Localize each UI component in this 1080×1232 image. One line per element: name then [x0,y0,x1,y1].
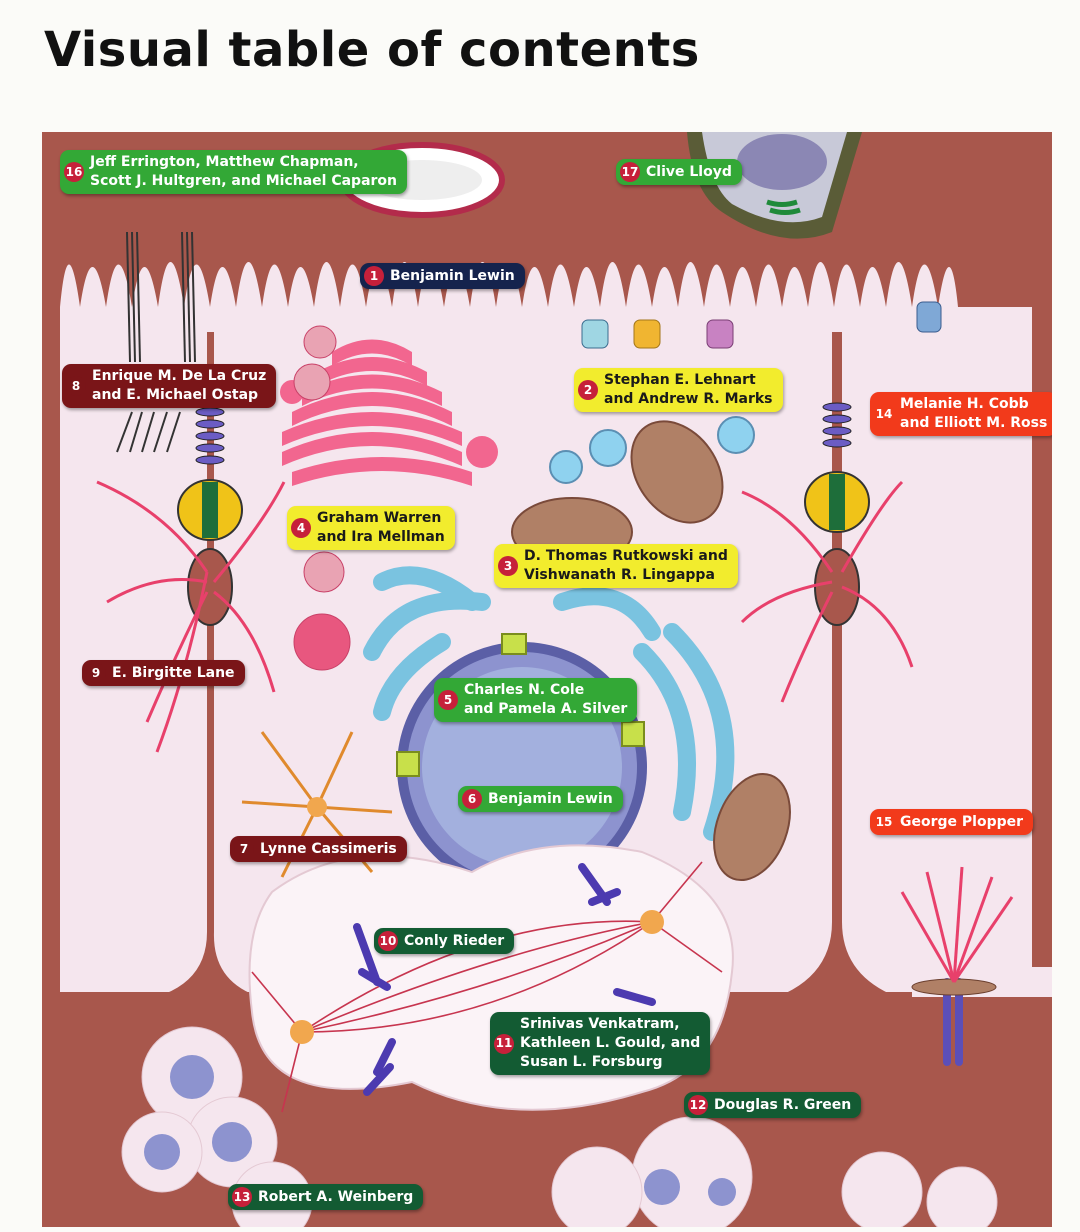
author-line: Benjamin Lewin [488,790,613,807]
chapter-label-2[interactable]: 2 Stephan E. Lehnart and Andrew R. Marks [574,368,783,412]
author-line: and Ira Mellman [317,529,445,545]
author-line: and Elliott M. Ross [900,415,1048,431]
author-line: Scott J. Hultgren, and Michael Caparon [90,173,398,189]
chapter-label-6[interactable]: 6 Benjamin Lewin [458,786,623,812]
spindle-fibers [251,861,723,1113]
focal-adhesion [900,866,1014,1066]
chapter-label-12[interactable]: 12 Douglas R. Green [684,1092,862,1118]
chapter-number: 14 [874,404,894,424]
chapter-number: 10 [378,931,398,951]
chromosomes [353,863,656,1096]
chapter-number: 11 [494,1033,514,1054]
author-line: E. Birgitte Lane [112,664,235,681]
author-line: Clive Lloyd [646,163,732,180]
actin-bundles [116,231,196,453]
author-line: Susan L. Forsburg [520,1054,663,1070]
author-line: Lynne Cassimeris [260,840,397,857]
author-line: Vishwanath R. Lingappa [524,567,715,583]
chapter-label-11[interactable]: 11 Srinivas Venkatram, Kathleen L. Gould,… [490,1012,711,1075]
nuclear-pores [396,633,645,777]
bottom-cells [121,1026,998,1227]
author-line: Stephan E. Lehnart [604,372,756,388]
chapter-label-13[interactable]: 13 Robert A. Weinberg [228,1184,424,1210]
cell-junction-right [762,332,912,1002]
membrane-receptors [581,301,942,349]
chapter-label-10[interactable]: 10 Conly Rieder [374,928,515,954]
chapter-number: 1 [364,266,384,286]
chapter-label-7[interactable]: 7 Lynne Cassimeris [230,836,407,862]
chapter-number: 6 [462,789,482,809]
vesicles-blue [549,416,755,484]
author-line: Jeff Errington, Matthew Chapman, [90,154,359,170]
cell-diagram: 16 Jeff Errington, Matthew Chapman,Scott… [42,132,1052,1227]
author-line: Benjamin Lewin [390,267,515,284]
chapter-number: 2 [578,380,598,400]
author-line: Charles N. Cole [464,682,585,698]
author-line: Enrique M. De La Cruz [92,368,267,384]
chapter-label-15[interactable]: 15 George Plopper [870,809,1034,835]
cell-illustration [42,132,1052,1227]
chapter-number: 16 [64,162,84,182]
chapter-number: 5 [438,690,458,710]
chapter-number: 8 [66,376,86,396]
author-line: Graham Warren [317,510,442,526]
page-title: Visual table of contents [44,22,700,78]
author-line: and Pamela A. Silver [464,701,628,717]
chapter-label-9[interactable]: 9 E. Birgitte Lane [82,660,245,686]
author-line: Kathleen L. Gould, and [520,1035,701,1051]
vesicles-pink [293,325,351,671]
author-line: Srinivas Venkatram, [520,1016,680,1032]
chapter-number: 9 [86,663,106,683]
chapter-number: 13 [232,1187,252,1207]
chapter-label-4[interactable]: 4 Graham Warren and Ira Mellman [287,506,455,550]
chapter-label-17[interactable]: 17 Clive Lloyd [616,159,742,185]
author-line: George Plopper [900,813,1024,830]
chapter-number: 3 [498,556,518,576]
endoplasmic-reticulum [363,566,735,841]
author-line: Melanie H. Cobb [900,396,1029,412]
tight-junction-left [177,407,243,626]
chapter-number: 7 [234,839,254,859]
author-line: Robert A. Weinberg [258,1188,414,1205]
chapter-number: 4 [291,518,311,538]
chapter-label-1[interactable]: 1 Benjamin Lewin [360,263,525,289]
author-line: Conly Rieder [404,932,505,949]
author-line: D. Thomas Rutkowski and [524,548,728,564]
chapter-number: 12 [688,1095,708,1115]
chapter-label-14[interactable]: 14 Melanie H. Cobb and Elliott M. Ross [870,392,1052,436]
author-line: Douglas R. Green [714,1096,852,1113]
chapter-label-8[interactable]: 8 Enrique M. De La Cruz and E. Michael Os… [62,364,277,408]
author-line: and E. Michael Ostap [92,387,259,403]
intermediate-filaments [96,480,914,753]
chapter-number: 17 [620,162,640,182]
author-line: and Andrew R. Marks [604,391,773,407]
chapter-number: 15 [874,812,894,832]
chapter-label-5[interactable]: 5 Charles N. Cole and Pamela A. Silver [434,678,638,722]
chapter-label-16[interactable]: 16 Jeff Errington, Matthew Chapman, Scott… [60,150,408,194]
